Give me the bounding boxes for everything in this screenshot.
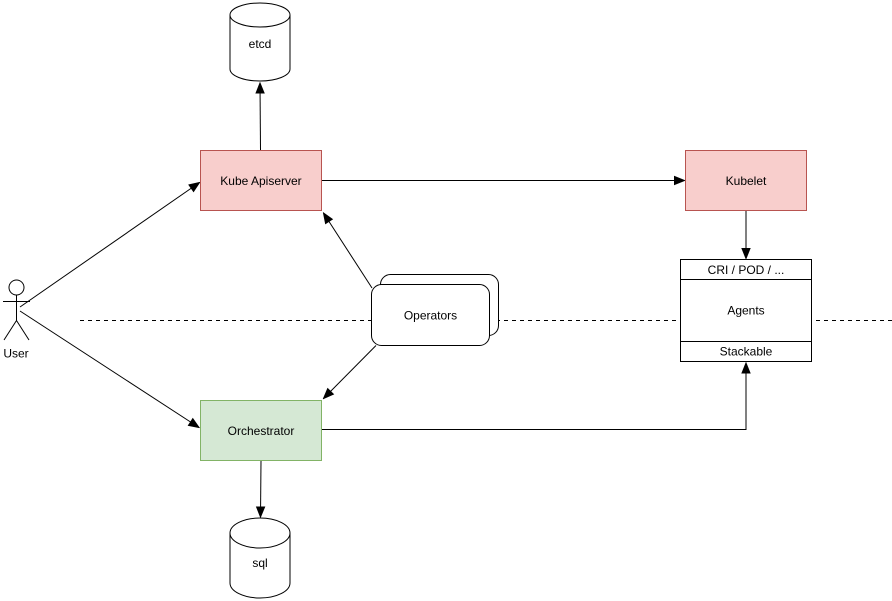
node-kubelet: Kubelet [685,150,807,211]
node-orchestrator: Orchestrator [200,400,322,461]
user-label: User [3,347,28,361]
orchestrator-box [200,400,322,461]
kubelet-box [685,150,807,211]
edge-kube-apiserver-to-etcd [260,83,261,151]
operators-label: Operators [404,309,457,323]
user-actor-head [8,279,25,296]
etcd-cylinder-lid [229,14,291,28]
kube-apiserver-label: Kube Apiserver [220,174,301,188]
node-agents-stack: CRI / POD / ... Agents Stackable [680,259,812,362]
orchestrator-label: Orchestrator [228,424,295,438]
edge-operators-to-kube-apiserver [324,213,373,289]
edge-orchestrator-to-stackable [321,363,747,430]
edge-user-to-kube-apiserver [19,183,200,308]
sql-label: sql [252,556,267,570]
etcd-cylinder-shape [229,2,291,82]
etcd-label: etcd [249,37,272,51]
node-kube-apiserver: Kube Apiserver [200,150,322,211]
agents-box [680,259,812,362]
kubelet-label: Kubelet [726,174,767,188]
edge-user-to-orchestrator [19,310,199,428]
operators-front-card [371,284,490,346]
edge-operators-to-orchestrator [324,345,377,399]
agents-label: Agents [727,304,764,318]
sql-cylinder-lid [229,532,291,549]
node-operators: Operators [371,274,499,346]
edge-orchestrator-to-sql [261,460,262,518]
node-sql: sql [229,517,291,599]
kube-apiserver-box [200,150,322,211]
node-etcd: etcd [229,2,291,82]
node-user-actor: User [3,279,30,361]
agents-footer-label: Stackable [720,345,773,359]
sql-cylinder-shape [229,517,291,599]
user-actor-body [3,295,30,341]
agents-header-label: CRI / POD / ... [708,263,785,277]
